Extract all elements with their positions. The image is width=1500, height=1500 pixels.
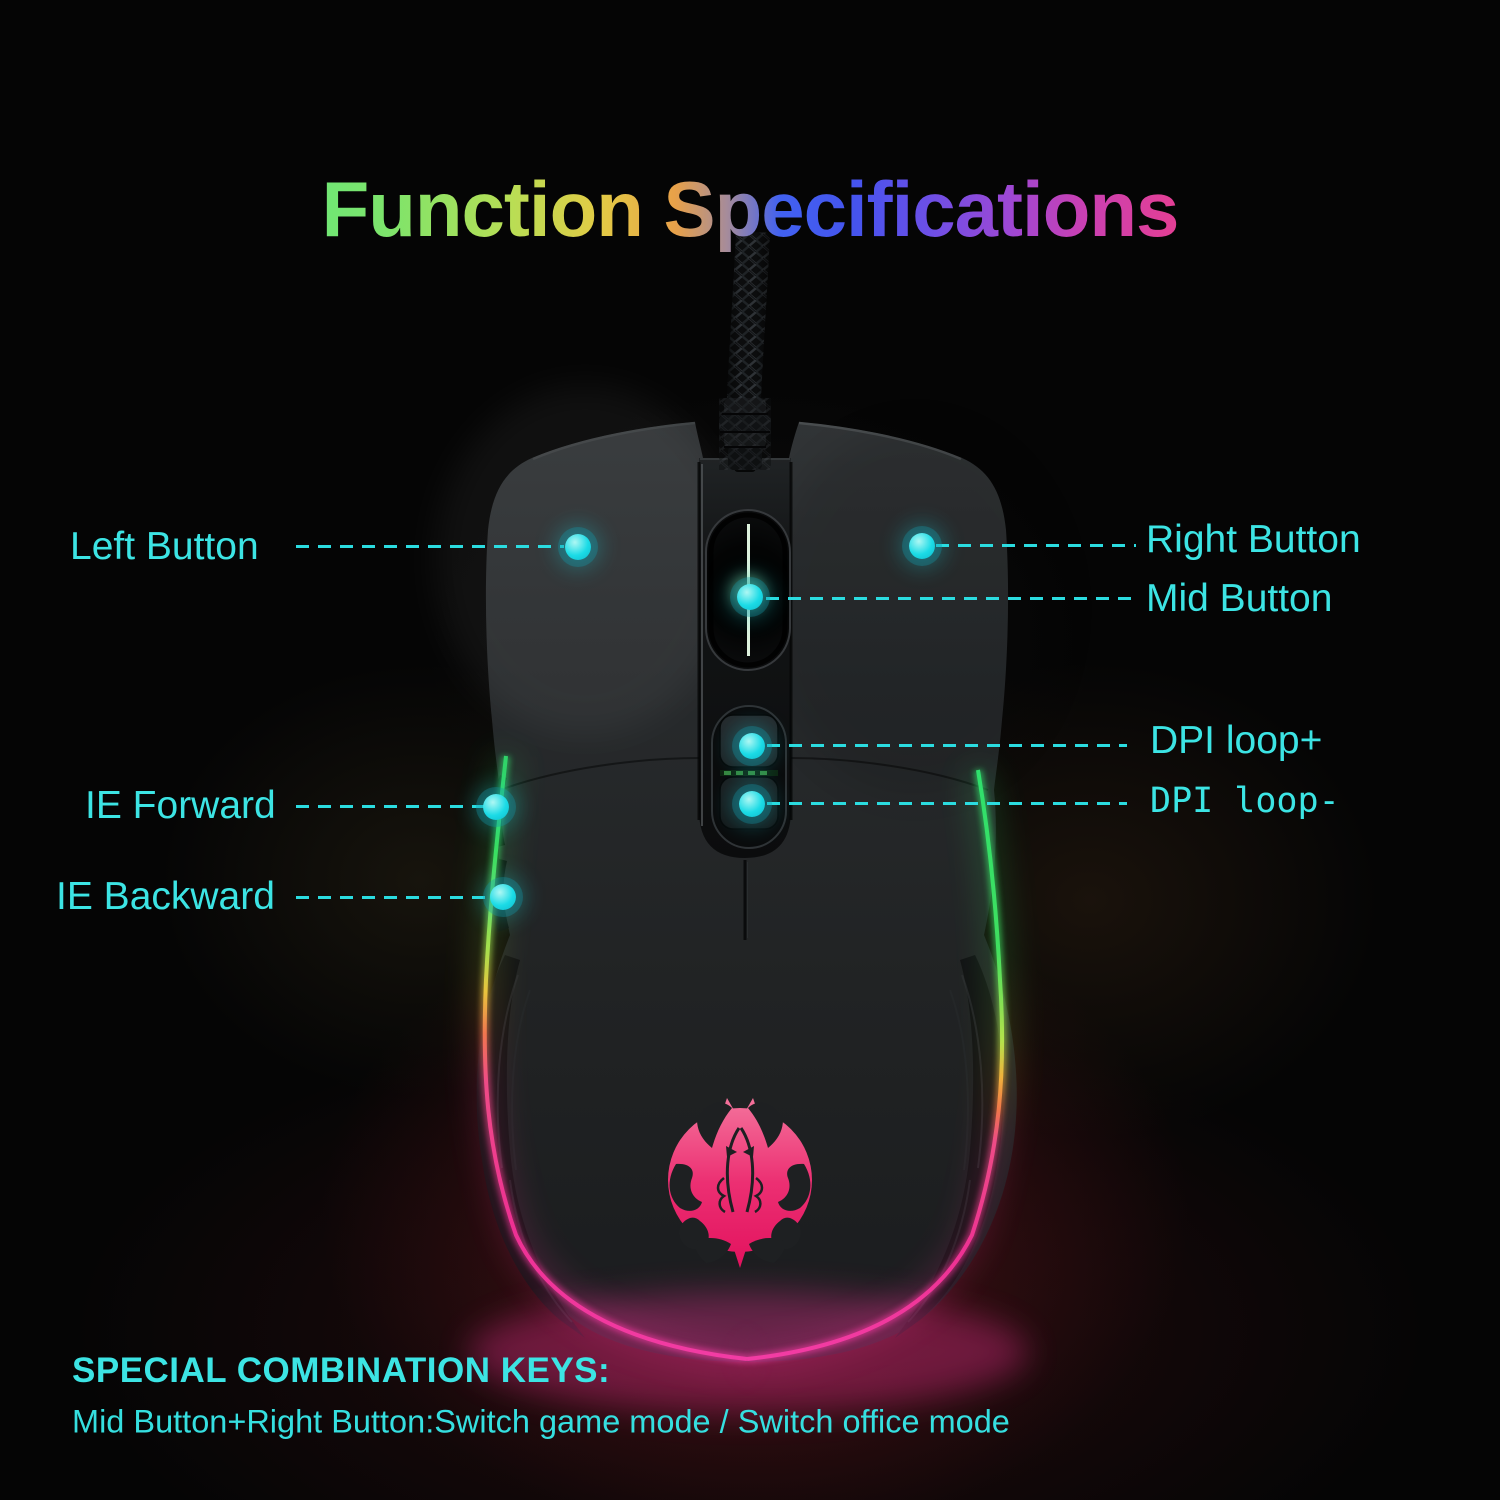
callout-label-right-button: Right Button: [1146, 518, 1361, 561]
callout-line-dpi-loop-plus: [767, 744, 1127, 747]
callout-line-dpi-loop-minus: [767, 802, 1127, 805]
callout-dot-icon-right-button: [909, 533, 935, 559]
callout-label-ie-backward: IE Backward: [56, 875, 275, 918]
left-rgb-strip: [473, 754, 749, 1370]
dpi-buttons: [711, 705, 787, 849]
callout-dot-icon-dpi-loop-minus: [739, 791, 765, 817]
callout-line-ie-backward: [296, 896, 492, 899]
callout-dot-icon-dpi-loop-plus: [739, 733, 765, 759]
callout-dot-icon-left-button: [565, 534, 591, 560]
page-title: Function Specifications: [0, 163, 1500, 257]
title-word-1: Function: [321, 165, 643, 253]
cable: [726, 231, 770, 425]
strain-relief: [719, 398, 771, 470]
footer-combination-text: Mid Button+Right Button:Switch game mode…: [72, 1403, 1010, 1440]
callout-line-right-button: [936, 544, 1136, 547]
footer-heading: SPECIAL COMBINATION KEYS:: [72, 1351, 611, 1390]
title-word-2: Specifications: [663, 165, 1179, 253]
bat-logo-icon: [668, 1098, 812, 1268]
callout-line-mid-button: [766, 597, 1136, 600]
callout-dot-icon-mid-button: [737, 584, 763, 610]
body-seam: [743, 860, 748, 940]
callout-label-dpi-loop-plus: DPI loop+: [1150, 719, 1323, 762]
callout-line-left-button: [296, 545, 564, 548]
callout-dot-icon-ie-backward: [490, 884, 516, 910]
callout-dot-icon-ie-forward: [483, 794, 509, 820]
callout-label-ie-forward: IE Forward: [85, 784, 276, 827]
callout-label-mid-button: Mid Button: [1146, 577, 1333, 620]
callout-label-left-button: Left Button: [70, 525, 259, 568]
right-rgb-strip: [745, 768, 1014, 1370]
callout-label-dpi-loop-minus: DPI loop-: [1150, 781, 1340, 821]
callout-line-ie-forward: [296, 805, 484, 808]
